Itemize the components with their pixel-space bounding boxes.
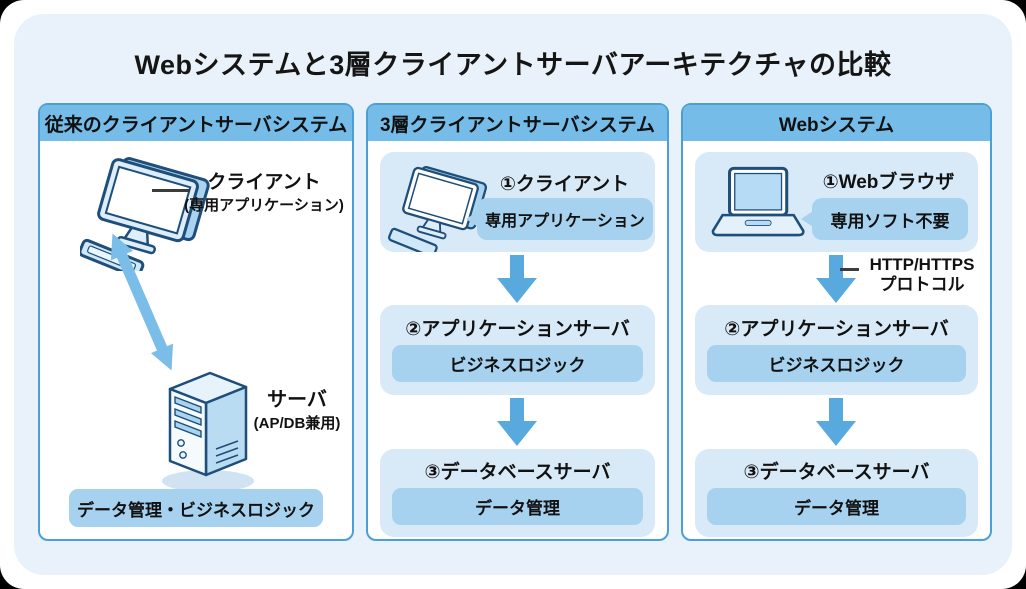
tier2-app-server-box: ②アプリケーションサーバ ビジネスロジック (380, 305, 655, 395)
panel-legacy-client-server: 従来のクライアントサーバシステム クライ (38, 103, 354, 541)
tier3-heading: ③データベースサーバ (743, 462, 930, 483)
client-label-connector-line (152, 189, 190, 192)
tier1-bubble: 専用ソフト不要 (812, 198, 968, 240)
protocol-label-connector-line (840, 268, 859, 271)
tier3-pill: データ管理 (707, 488, 966, 525)
tier3-db-server-box: ③データベースサーバ データ管理 (695, 449, 978, 537)
client-label: クライアント (207, 172, 321, 193)
client-sublabel: (専用アプリケーション) (184, 197, 344, 214)
tier1-bubble: 専用アプリケーション (477, 198, 653, 240)
panel-web-header: Webシステム (683, 105, 990, 141)
down-arrow-icon (816, 255, 856, 303)
protocol-label-line2: プロトコル (879, 275, 965, 294)
panel-legacy-header-label: 従来のクライアントサーバシステム (44, 114, 348, 136)
laptop-icon (711, 166, 805, 237)
panel-legacy-header: 従来のクライアントサーバシステム (40, 105, 352, 141)
server-sublabel: (AP/DB兼用) (253, 415, 341, 432)
client-label-block: クライアント (専用アプリケーション) (180, 167, 348, 215)
tier3-pill: データ管理 (392, 488, 643, 525)
panel-three-tier-header: 3層クライアントサーバシステム (368, 105, 667, 141)
tier2-app-server-box: ②アプリケーションサーバ ビジネスロジック (695, 305, 978, 395)
server-label: サーバ (267, 389, 327, 411)
tier3-heading: ③データベースサーバ (424, 462, 611, 483)
panel-web-header-label: Webシステム (778, 114, 895, 136)
tier2-heading: ②アプリケーションサーバ (405, 319, 630, 340)
legacy-functions-pill: データ管理・ビジネスロジック (69, 489, 323, 527)
protocol-label-line1: HTTP/HTTPS (869, 255, 975, 274)
diagram-canvas: Webシステムと3層クライアントサーバアーキテクチャの比較 従来のクライアントサ… (14, 14, 1012, 575)
down-arrow-icon (497, 255, 537, 303)
tier2-pill: ビジネスロジック (392, 345, 643, 382)
tier2-pill: ビジネスロジック (707, 345, 966, 382)
down-arrow-icon (816, 398, 856, 446)
tier1-heading: ①Webブラウザ (822, 172, 955, 193)
server-tower-icon (162, 371, 254, 492)
client-server-double-arrow-icon (110, 233, 174, 371)
tier1-client-box: ①クライアント 専用アプリケーション (380, 152, 655, 252)
diagram-title: Webシステムと3層クライアントサーバアーキテクチャの比較 (134, 50, 892, 80)
down-arrow-icon (497, 398, 537, 446)
tier1-heading: ①クライアント (499, 174, 630, 195)
server-label-block: サーバ (AP/DB兼用) (232, 383, 362, 433)
tier1-browser-box: ①Webブラウザ 専用ソフト不要 (695, 152, 978, 252)
panel-three-tier-header-label: 3層クライアントサーバシステム (379, 114, 656, 136)
tier3-db-server-box: ③データベースサーバ データ管理 (380, 449, 655, 537)
panel-web-system: Webシステム ①Webブラウザ 専用ソフト不要 HTTP/HTTPS (681, 103, 992, 541)
tier2-heading: ②アプリケーションサーバ (724, 319, 949, 340)
panel-three-tier: 3層クライアントサーバシステム ①クライアント (366, 103, 669, 541)
protocol-label-block: HTTP/HTTPS プロトコル (859, 255, 985, 295)
